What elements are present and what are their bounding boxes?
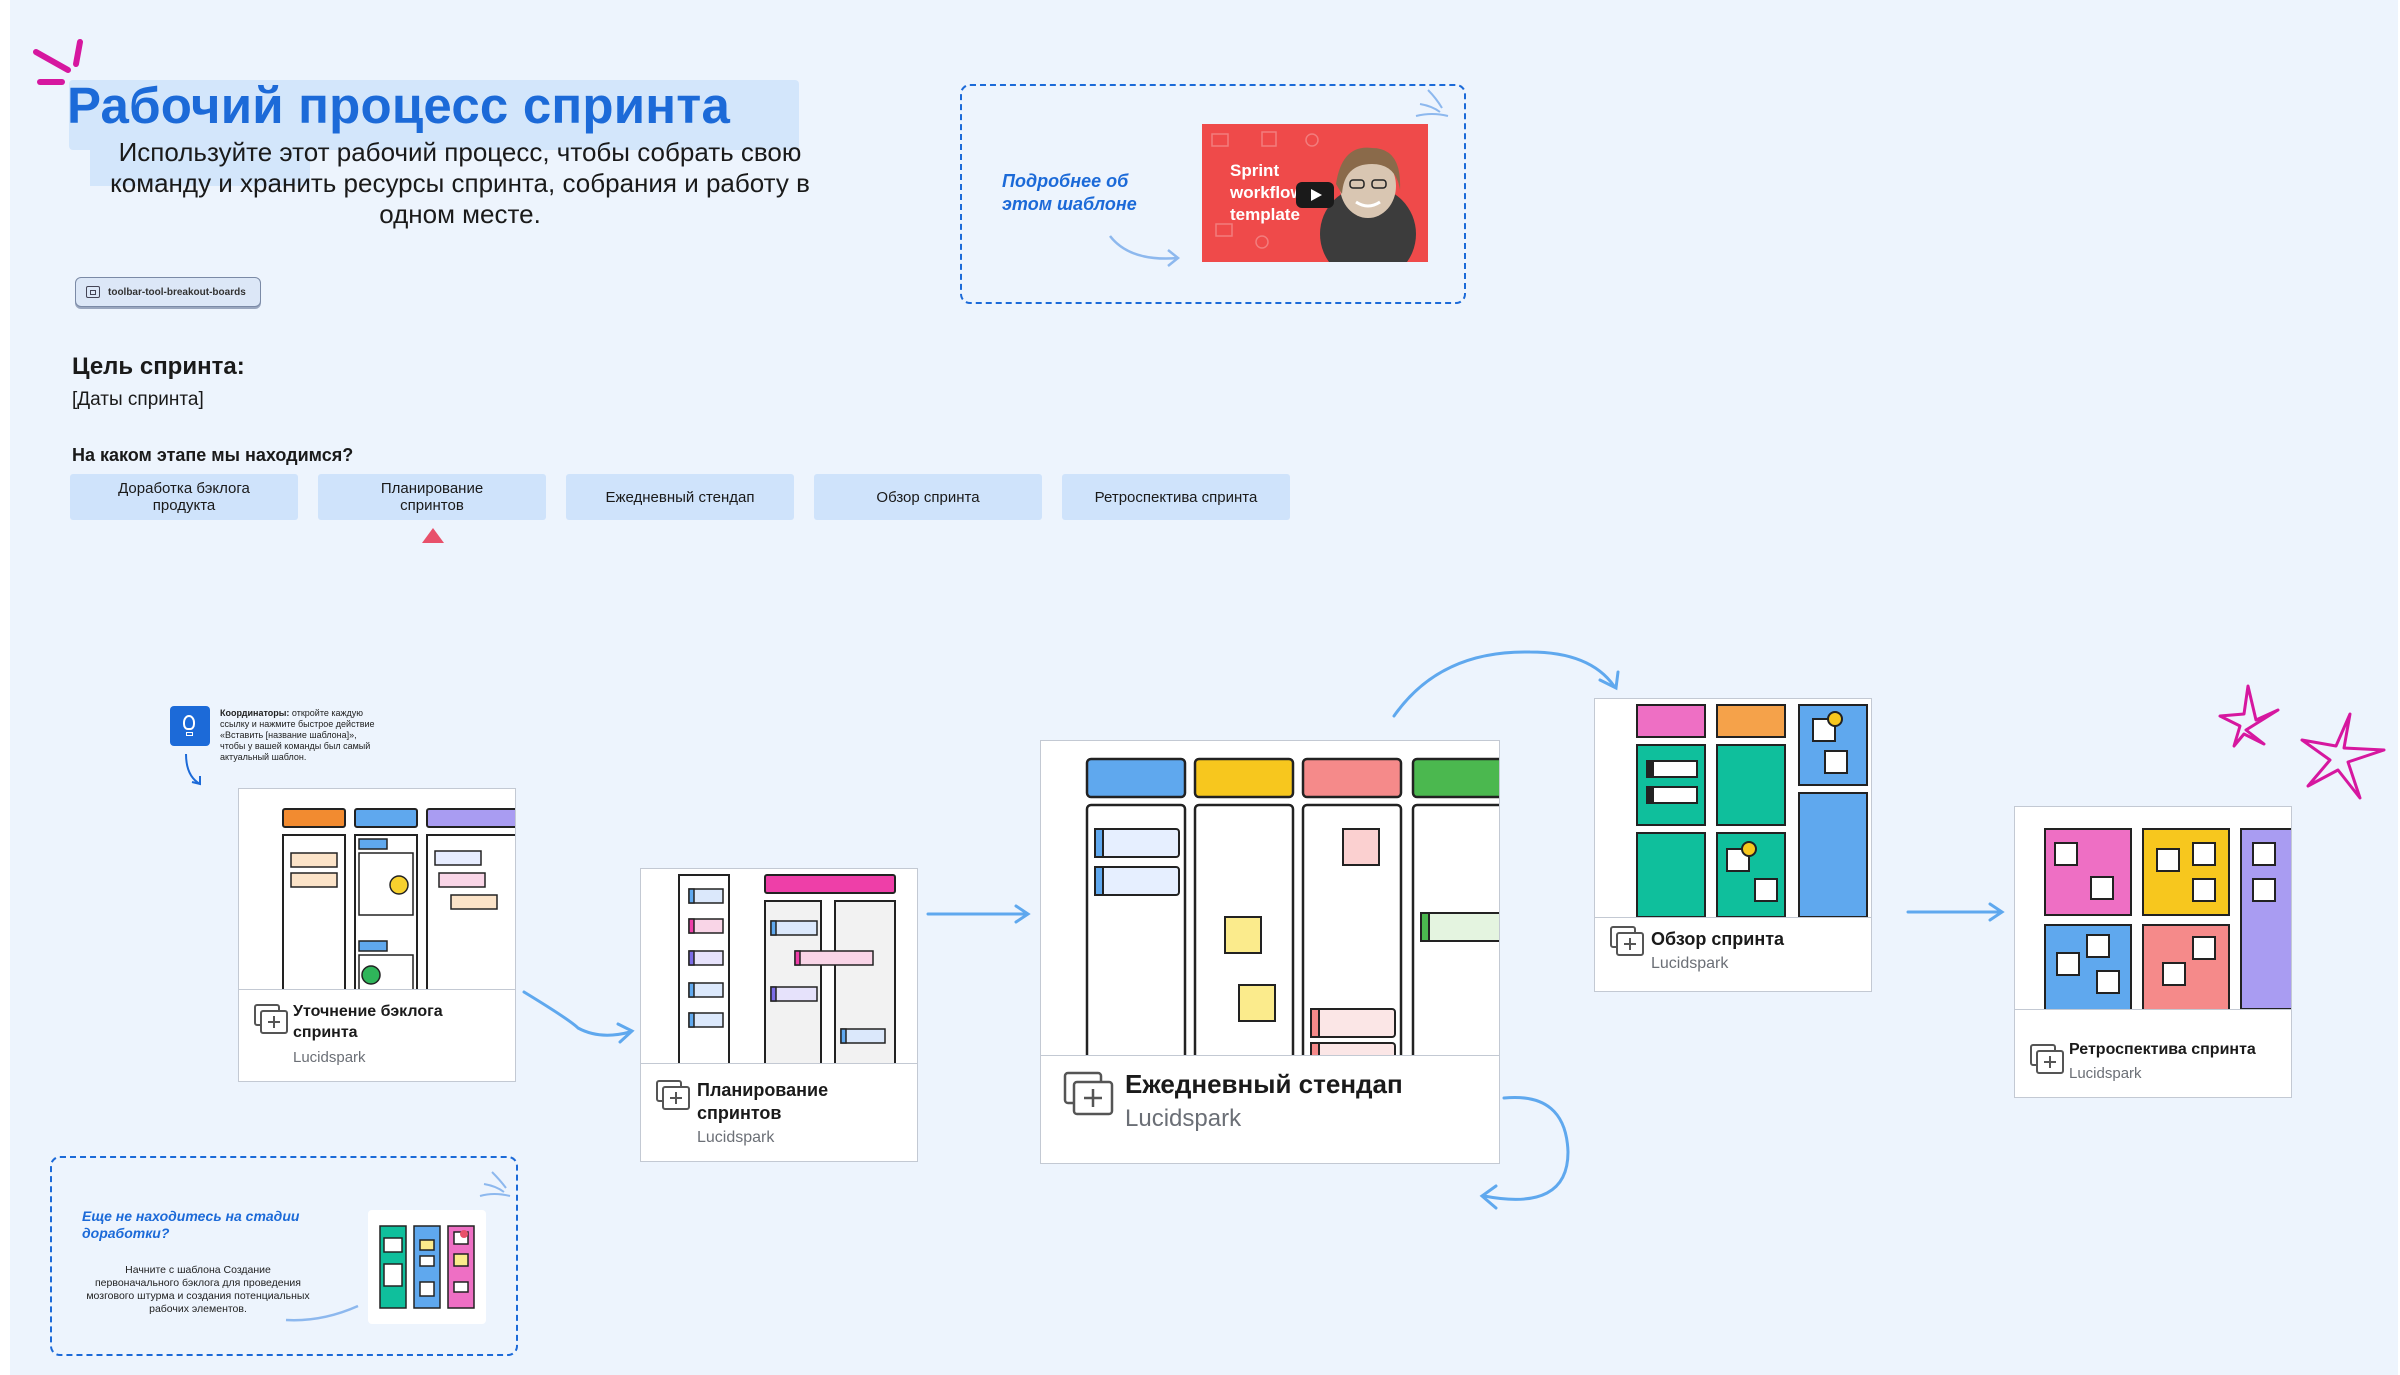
board-source: Lucidspark bbox=[1651, 955, 1729, 972]
video-title: Sprint workflow template bbox=[1230, 161, 1304, 224]
breakout-boards-chip-label: toolbar-tool-breakout-boards bbox=[108, 286, 246, 298]
subtitle-highlight bbox=[90, 138, 310, 186]
arrow-standup-to-review bbox=[1392, 650, 1616, 718]
stage-button-backlog-refinement[interactable]: Доработка бэклога продукта bbox=[70, 474, 298, 520]
board-preview bbox=[1595, 699, 1871, 918]
refinement-note-card bbox=[50, 1156, 518, 1356]
star-doodle-icon bbox=[2218, 684, 2386, 800]
learn-more-card bbox=[960, 84, 1466, 304]
current-stage-marker bbox=[422, 528, 444, 543]
board-source: Lucidspark bbox=[697, 1129, 775, 1146]
template-thumbnail[interactable] bbox=[368, 1210, 486, 1324]
play-icon[interactable] bbox=[1296, 182, 1334, 208]
video-thumbnail[interactable]: Sprint workflow template bbox=[1202, 124, 1428, 262]
refinement-question: Еще не находитесь на стадии доработки? bbox=[82, 1208, 300, 1241]
board-title: Планирование спринтов bbox=[697, 1080, 829, 1123]
board-title: Обзор спринта bbox=[1651, 929, 1785, 949]
board-card-daily-standup[interactable]: Ежедневный стендап Lucidspark bbox=[1040, 740, 1500, 1164]
board-link-icon bbox=[1610, 926, 1644, 956]
breakout-boards-chip[interactable]: toolbar-tool-breakout-boards bbox=[75, 277, 261, 307]
board-preview bbox=[641, 869, 917, 1064]
board-link-icon bbox=[1063, 1071, 1114, 1116]
stage-button-sprint-retro[interactable]: Ретроспектива спринта bbox=[1062, 474, 1290, 520]
board-title: Ретроспектива спринта bbox=[2069, 1041, 2256, 1058]
board-card-sprint-review[interactable]: Обзор спринта Lucidspark bbox=[1594, 698, 1872, 992]
emphasis-lines-icon bbox=[479, 1171, 511, 1197]
stage-button-sprint-review[interactable]: Обзор спринта bbox=[814, 474, 1042, 520]
stage-button-sprint-planning[interactable]: Планирование спринтов bbox=[318, 474, 546, 520]
page-subtitle: Используйте этот рабочий процесс, чтобы … bbox=[110, 137, 810, 229]
board-card-sprint-planning[interactable]: Планирование спринтов Lucidspark bbox=[640, 868, 918, 1162]
board-link-icon bbox=[2030, 1044, 2064, 1074]
stage-question: На каком этапе мы находимся? bbox=[72, 445, 354, 465]
pointer-arrow-icon bbox=[185, 753, 201, 786]
board-link-icon bbox=[656, 1080, 690, 1110]
facilitator-note-text: откройте каждую ссылку и нажмите быстрое… bbox=[220, 708, 375, 762]
board-source: Lucidspark bbox=[293, 1049, 366, 1066]
board-preview bbox=[1041, 741, 1499, 1056]
canvas-board[interactable]: Рабочий процесс спринта Используйте этот… bbox=[10, 0, 2398, 1375]
facilitator-note-bold: Координаторы: bbox=[220, 708, 290, 718]
board-link-icon bbox=[254, 1004, 288, 1034]
learn-more-text[interactable]: Подробнее об этом шаблоне bbox=[1002, 171, 1137, 214]
board-card-backlog-refinement[interactable]: Уточнение бэклога спринта Lucidspark bbox=[238, 788, 516, 1082]
sprint-dates-label[interactable]: [Даты спринта] bbox=[72, 389, 204, 410]
board-source: Lucidspark bbox=[2069, 1065, 2142, 1082]
sprint-goal-label: Цель спринта: bbox=[72, 353, 245, 380]
stage-button-daily-standup[interactable]: Ежедневный стендап bbox=[566, 474, 794, 520]
video-pattern bbox=[1211, 131, 1416, 262]
emphasis-lines-icon bbox=[1415, 89, 1449, 117]
board-source: Lucidspark bbox=[1125, 1105, 1242, 1132]
board-preview bbox=[2015, 807, 2291, 1010]
facilitator-note: Координаторы: откройте каждую ссылку и н… bbox=[220, 708, 380, 763]
sparkle-doodle-icon bbox=[33, 39, 83, 85]
board-card-sprint-retro[interactable]: Ретроспектива спринта Lucidspark bbox=[2014, 806, 2292, 1098]
lightbulb-icon bbox=[170, 706, 210, 746]
board-title: Ежедневный стендап bbox=[1125, 1069, 1403, 1099]
curved-arrow-icon bbox=[1109, 235, 1181, 267]
board-title: Уточнение бэклога спринта bbox=[293, 1003, 443, 1041]
page-title: Рабочий процесс спринта bbox=[67, 77, 731, 134]
curved-arrow-icon bbox=[285, 1304, 359, 1322]
board-icon bbox=[86, 286, 100, 298]
board-preview bbox=[239, 789, 515, 990]
arrow-refinement-to-planning bbox=[522, 990, 632, 1037]
refinement-body: Начните с шаблона Создание первоначально… bbox=[86, 1264, 310, 1315]
